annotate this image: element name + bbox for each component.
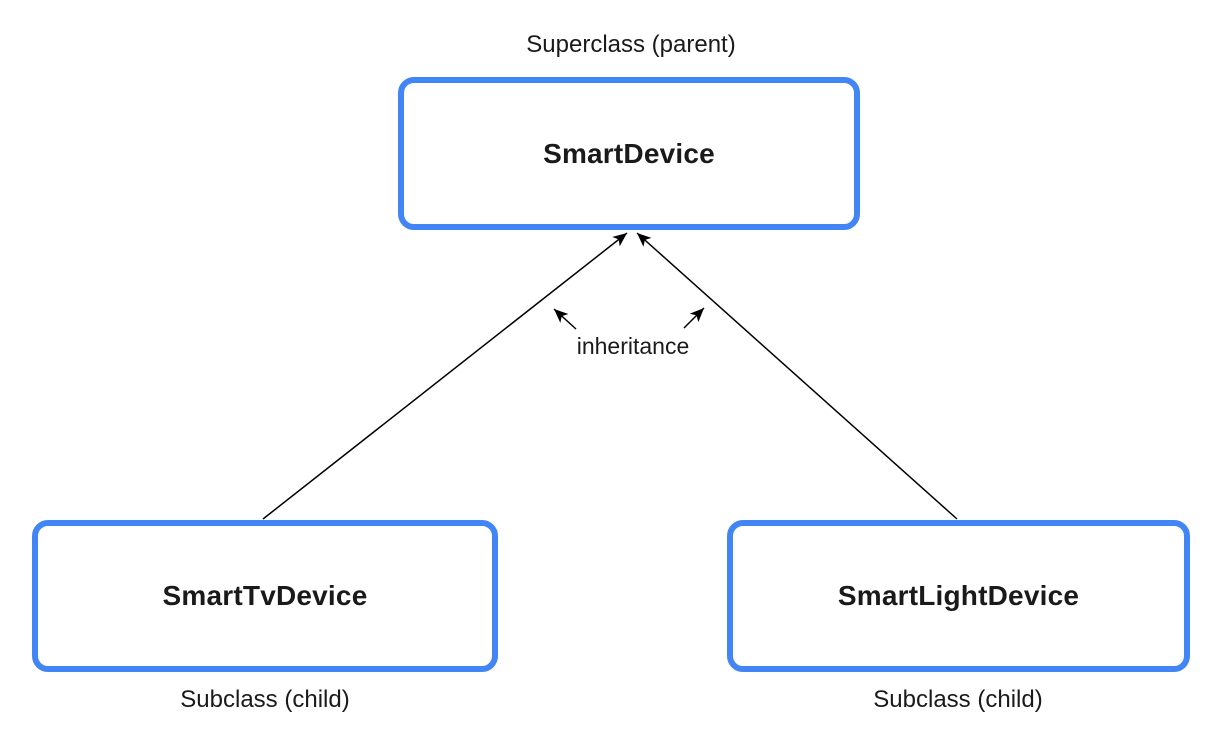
inheritance-label: inheritance: [576, 333, 690, 359]
annotation-arrow-right: [683, 307, 705, 329]
class-box-smartdevice: SmartDevice: [398, 77, 860, 230]
subclass-caption-right: Subclass (child): [873, 686, 1043, 713]
class-box-smarttvdevice: SmartTvDevice: [32, 520, 498, 672]
class-box-smarttvdevice-label: SmartTvDevice: [162, 580, 368, 611]
inheritance-arrow-left: [262, 232, 628, 520]
class-box-smartlightdevice: SmartLightDevice: [727, 520, 1190, 672]
class-box-smartdevice-label: SmartDevice: [543, 137, 715, 169]
subclass-caption-left: Subclass (child): [180, 686, 350, 713]
superclass-caption: Superclass (parent): [526, 31, 736, 58]
class-box-smartlightdevice-label: SmartLightDevice: [837, 580, 1080, 611]
inheritance-arrow-right: [636, 232, 958, 520]
annotation-arrow-left: [553, 308, 577, 330]
